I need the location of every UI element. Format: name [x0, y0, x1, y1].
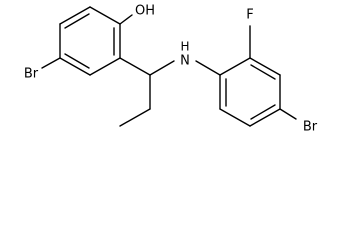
- bond-c6-ch: [119, 57, 151, 76]
- bond-n-c1p: [195, 60, 221, 76]
- molecule-structure-diagram: OH Br H N F Br: [24, 4, 318, 135]
- bond-ch-n: [149, 60, 175, 76]
- atom-label-n: N: [180, 54, 190, 69]
- bond-c1p-c2p: [219, 57, 251, 76]
- fluoroaniline-ring: [219, 57, 281, 127]
- bond-c4p-c5p-inner: [250, 104, 276, 120]
- atom-label-br-left: Br: [24, 67, 39, 82]
- atom-label-f: F: [246, 8, 253, 23]
- bond-c5p-c6p: [219, 108, 251, 127]
- bond-c2-c3-inner: [64, 13, 90, 29]
- bond-c1-oh: [119, 14, 133, 25]
- bond-c2p-c3p-inner: [250, 64, 276, 80]
- bond-c2-c3: [59, 6, 91, 25]
- atom-label-nh-h: H: [180, 40, 189, 54]
- bond-c5-c6: [89, 57, 121, 76]
- bond-c4-c5: [59, 57, 91, 76]
- bond-c2p-c3p: [249, 57, 281, 76]
- bond-c4p-br: [279, 108, 297, 120]
- bond-c4p-c5p: [249, 108, 281, 127]
- bond-ch2-ch3: [119, 108, 151, 127]
- bond-c4-br: [41, 57, 61, 69]
- atom-label-oh: OH: [135, 4, 155, 19]
- bond-c4-c5-inner: [64, 53, 90, 69]
- phenol-ring: [59, 6, 121, 76]
- bond-c1-c2: [89, 6, 121, 25]
- atom-label-br-right: Br: [303, 120, 318, 135]
